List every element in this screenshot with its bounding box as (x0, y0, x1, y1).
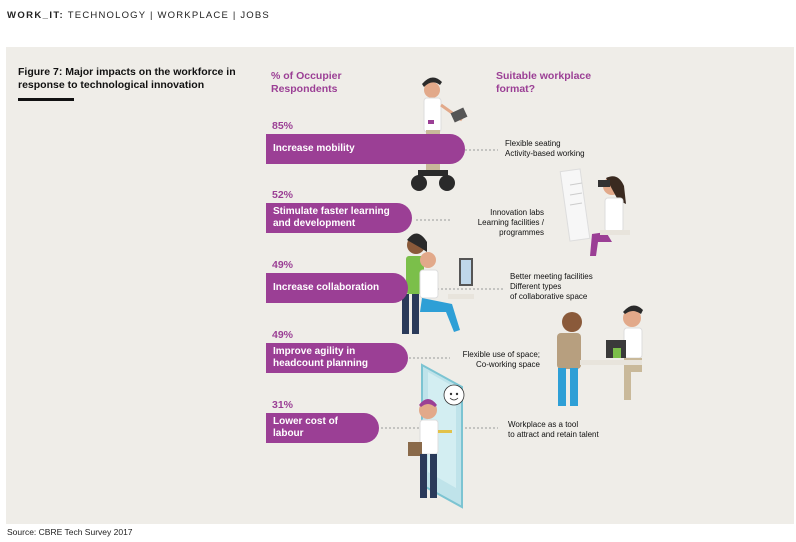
source-note: Source: CBRE Tech Survey 2017 (7, 527, 133, 537)
meeting-pair-illustration (557, 305, 643, 406)
header-sections: TECHNOLOGY | WORKPLACE | JOBS (67, 10, 270, 21)
bar-category-label: Stimulate faster learning and developmen… (273, 206, 390, 229)
figure-title: Figure 7: Major impacts on the workforce… (18, 66, 236, 91)
bar-category-label: Increase mobility (273, 143, 355, 154)
bar-value-label: 52% (272, 189, 294, 201)
bar: Increase mobility (266, 134, 465, 164)
bar: Stimulate faster learning and developmen… (266, 203, 413, 233)
bar-value-label: 49% (272, 329, 294, 341)
bar: Lower cost of labour (266, 413, 379, 443)
mirror-person-illustration (408, 363, 465, 509)
header-brand: WORK_IT: (7, 10, 65, 21)
bar-value-label: 85% (272, 120, 294, 132)
bar-category-label: Improve agility in headcount planning (273, 346, 368, 369)
header-breadcrumb: WORK_IT: TECHNOLOGY | WORKPLACE | JOBS (7, 10, 270, 21)
right-column-header: Suitable workplace format? (496, 70, 592, 95)
bar: Improve agility in headcount planning (266, 343, 408, 373)
bar-value-label: 49% (272, 259, 294, 271)
collaboration-illustration (402, 233, 474, 334)
bar-category-label: Lower cost of labour (273, 416, 339, 439)
bar: Increase collaboration (266, 273, 408, 303)
vr-person-illustration (559, 168, 630, 256)
bar-category-label: Increase collaboration (273, 282, 380, 293)
workplace-format-label: Flexible use of space;Co-working space (462, 350, 540, 369)
left-column-header: % of Occupier Respondents (271, 70, 342, 95)
bar-value-label: 31% (272, 399, 294, 411)
title-underline (18, 98, 74, 101)
